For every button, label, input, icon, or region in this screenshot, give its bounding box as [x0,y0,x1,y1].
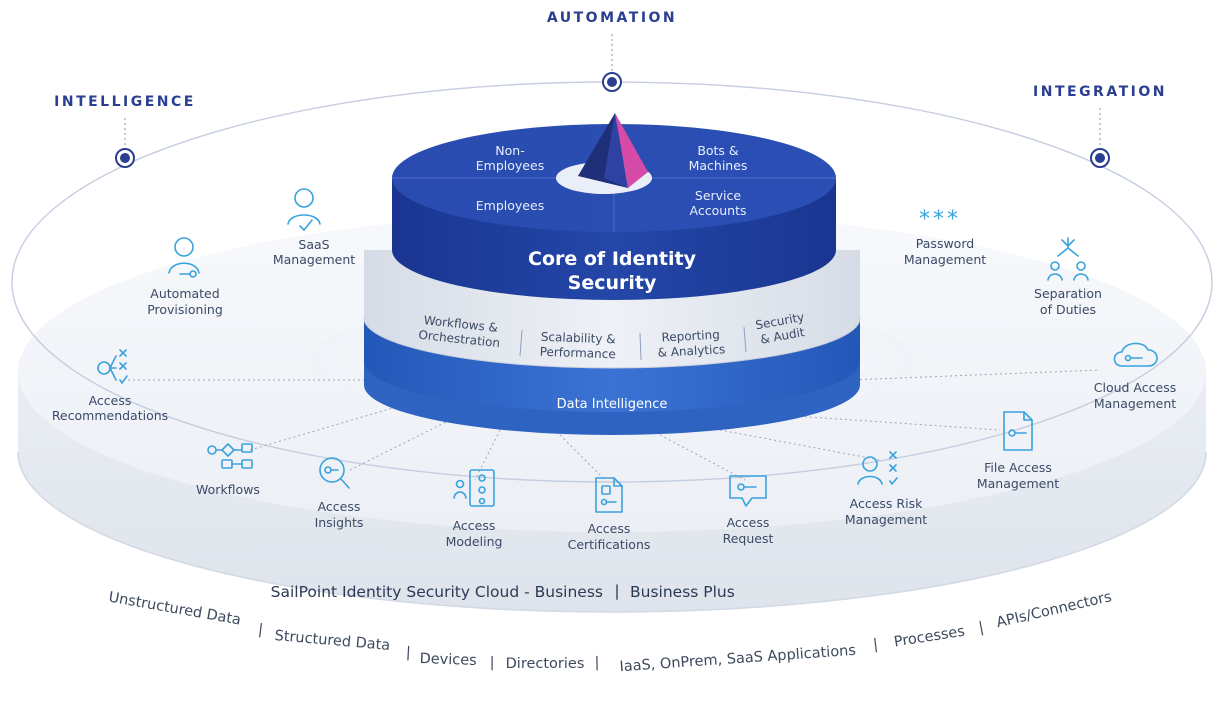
svg-text:Access: Access [318,499,361,514]
svg-text:|: | [594,655,599,671]
user-key-icon [168,237,200,278]
capability-cloud-access-management: Cloud Access Management [1094,342,1176,411]
svg-text:Management: Management [904,252,986,267]
svg-text:Access Risk: Access Risk [850,496,923,511]
svg-text:Workflows: Workflows [196,482,260,497]
cloud-key-icon [1113,342,1158,367]
svg-text:|: | [257,622,264,638]
split-users-icon [1047,237,1089,281]
pillar-automation-label: AUTOMATION [547,10,677,26]
capability-access-insights: Access Insights [315,457,364,530]
core-segment-bots-machines: Bots & Machines [689,143,748,173]
svg-text:Performance: Performance [539,345,615,362]
svg-text:Machines: Machines [689,158,748,173]
svg-text:Automated: Automated [150,286,219,301]
document-key-icon [595,477,623,513]
svg-text:Certifications: Certifications [568,537,651,552]
svg-text:Insights: Insights [315,515,364,530]
magnifier-key-icon [319,457,350,489]
svg-text:Access: Access [588,521,631,536]
pillar-intelligence: INTELLIGENCE [54,94,196,168]
svg-text:Scalability &: Scalability & [541,330,616,347]
cloud-tier-label: SailPoint Identity Security Cloud - Busi… [271,582,735,601]
svg-text:of Duties: of Duties [1040,302,1096,317]
svg-text:Cloud Access: Cloud Access [1094,380,1176,395]
core-title: Core of Identity Security [528,248,697,294]
svg-text:Management: Management [273,252,355,267]
svg-text:|: | [872,637,879,653]
svg-text:Accounts: Accounts [690,203,747,218]
svg-text:|: | [614,582,619,600]
workflow-icon [207,443,253,469]
svg-text:Separation: Separation [1034,286,1102,301]
password-asterisks-icon: *** [919,207,961,232]
data-intelligence-label: Data Intelligence [557,397,668,412]
service-scalability-performance: Scalability & Performance [539,330,616,362]
svg-text:Business Plus: Business Plus [630,583,735,601]
svg-text:|: | [405,645,411,661]
file-key-icon [1003,411,1033,451]
svg-text:Bots &: Bots & [697,143,739,158]
source-structured-data: Structured Data [274,628,391,654]
source-devices: Devices [419,651,477,669]
source-unstructured-data: Unstructured Data [107,590,242,629]
svg-text:Modeling: Modeling [446,534,503,549]
svg-text:SaaS: SaaS [298,237,329,252]
core-stack [357,113,867,435]
pillar-intelligence-label: INTELLIGENCE [54,94,196,110]
svg-text:Request: Request [723,531,774,546]
key-options-icon [97,349,128,384]
capability-saas-management: SaaS Management [273,188,355,267]
pillar-integration: INTEGRATION [1033,84,1167,168]
capability-file-access-management: File Access Management [977,411,1059,491]
svg-text:Service: Service [695,188,742,203]
svg-text:|: | [490,655,495,671]
svg-text:File Access: File Access [984,460,1052,475]
pillar-integration-label: INTEGRATION [1033,84,1167,100]
pillar-automation: AUTOMATION [547,10,677,92]
source-applications: IaaS, OnPrem, SaaS Applications [619,643,856,675]
svg-text:Employees: Employees [476,158,544,173]
capability-password-management: *** Password Management [904,207,986,267]
svg-text:Management: Management [977,476,1059,491]
svg-text:|: | [977,620,985,637]
capability-automated-provisioning: Automated Provisioning [147,237,223,317]
user-risk-icon [857,451,898,485]
chat-key-icon [729,475,767,507]
svg-text:SailPoint Identity Security Cl: SailPoint Identity Security Cloud - Busi… [271,583,603,601]
svg-text:Recommendations: Recommendations [52,408,168,423]
svg-text:Management: Management [1094,396,1176,411]
services-band: Workflows & Orchestration Scalability & … [418,310,806,362]
svg-text:Management: Management [845,512,927,527]
svg-text:Core of Identity: Core of Identity [528,248,697,270]
service-reporting-analytics: Reporting & Analytics [657,327,725,360]
source-processes: Processes [893,624,966,651]
capability-access-risk-management: Access Risk Management [845,451,927,527]
svg-text:Reporting: Reporting [661,327,720,344]
capability-access-certifications: Access Certifications [568,477,651,552]
source-directories: Directories [506,656,585,672]
user-group-icon [453,469,495,507]
capability-access-modeling: Access Modeling [446,469,503,549]
core-segment-employees: Employees [476,198,544,213]
svg-text:Access: Access [89,393,132,408]
svg-text:& Analytics: & Analytics [657,342,725,360]
capability-access-recommendations: Access Recommendations [52,349,168,423]
capability-access-request: Access Request [723,475,774,546]
svg-text:Security: Security [568,272,657,294]
source-apis-connectors: APIs/Connectors [995,589,1113,631]
svg-text:Access: Access [453,518,496,533]
svg-text:Access: Access [727,515,770,530]
capability-separation-of-duties: Separation of Duties [1034,237,1102,317]
svg-text:Password: Password [916,236,974,251]
capability-workflows: Workflows [196,443,260,497]
svg-text:Provisioning: Provisioning [147,302,223,317]
svg-text:Non-: Non- [495,143,524,158]
user-check-icon [287,188,321,231]
connector-lines [120,369,1101,481]
core-segment-non-employees: Non- Employees [476,143,544,173]
core-segment-service-accounts: Service Accounts [690,188,747,218]
